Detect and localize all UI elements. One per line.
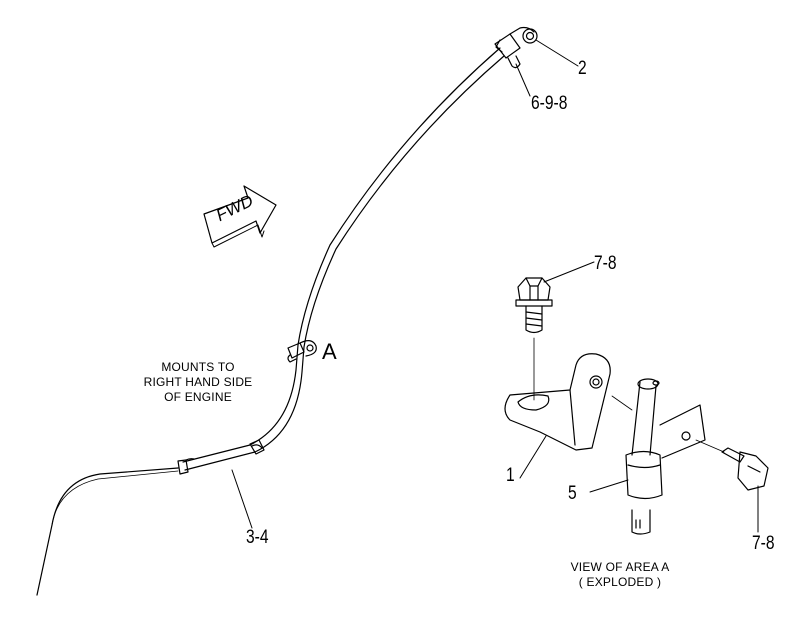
harness-cable <box>182 47 501 463</box>
callout-1: 1 <box>506 465 515 486</box>
mounting-note-line: RIGHT HAND SIDE <box>143 375 253 389</box>
fwd-arrow <box>203 185 277 244</box>
bracket <box>504 353 611 451</box>
callout-3-4: 3-4 <box>246 527 269 548</box>
callout-2: 2 <box>578 58 587 79</box>
callout-5: 5 <box>568 483 577 504</box>
callout-6-9-8: 6-9-8 <box>531 93 568 114</box>
harness-clip <box>287 340 317 363</box>
leader-lines <box>231 39 759 533</box>
callout-7-8-top: 7-8 <box>594 253 617 274</box>
harness-connector <box>494 26 538 69</box>
clip <box>611 378 706 535</box>
view-caption-line: ( EXPLODED ) <box>578 575 662 589</box>
mounting-note: MOUNTS TO RIGHT HAND SIDE OF ENGINE <box>130 360 266 405</box>
bolt-top <box>515 277 553 401</box>
harness-sleeve <box>177 439 265 475</box>
bolt-bottom <box>695 439 769 491</box>
view-caption: VIEW OF AREA A ( EXPLODED ) <box>556 560 684 590</box>
area-label: A <box>322 339 337 364</box>
mounting-note-line: OF ENGINE <box>164 390 232 404</box>
callout-7-8-bottom: 7-8 <box>752 533 775 554</box>
view-caption-line: VIEW OF AREA A <box>570 560 670 574</box>
harness-tail-wire <box>36 467 179 596</box>
mounting-note-line: MOUNTS TO <box>161 360 235 374</box>
